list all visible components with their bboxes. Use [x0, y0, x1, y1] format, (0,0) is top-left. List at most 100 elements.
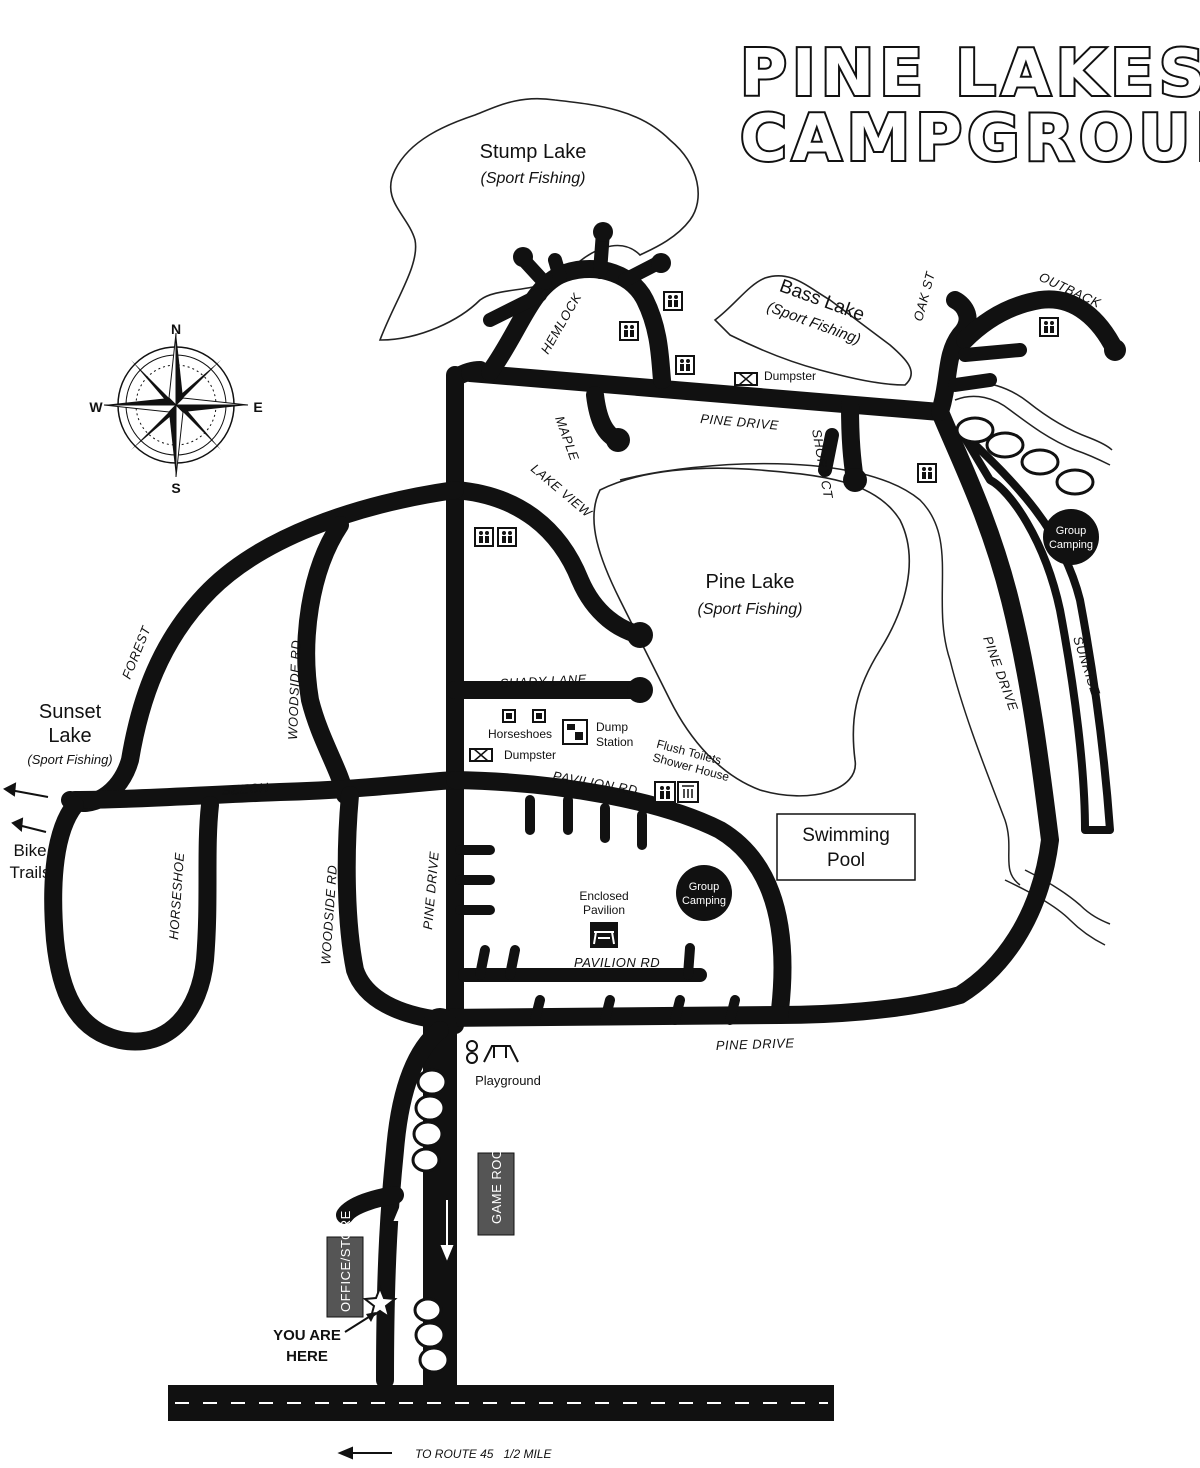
- highway: [168, 1385, 834, 1421]
- compass-w: W: [89, 399, 103, 415]
- office-store: [326, 1236, 364, 1318]
- cul-de-sac: [651, 253, 671, 273]
- street-pine-drive-top: PINE DRIVE: [700, 411, 780, 433]
- shower-icon: [677, 781, 699, 803]
- cul-de-sac: [627, 677, 653, 703]
- road-network: [44, 222, 1126, 1402]
- horseshoes-label: Horseshoes: [488, 727, 552, 741]
- road-oak-spur-2: [948, 373, 997, 392]
- playground-icon: [466, 1040, 519, 1064]
- road-hemlock-spur-5: [483, 288, 547, 327]
- enclosed-pavilion-label-2: Pavilion: [583, 903, 625, 917]
- you-are-here-label-2: HERE: [286, 1348, 328, 1365]
- direction-arrows: [393, 1200, 454, 1265]
- road-lake-view: [446, 481, 649, 644]
- restroom-icon: [917, 463, 937, 483]
- street-maple: MAPLE: [552, 414, 582, 463]
- road-woodside-lower: [337, 786, 449, 1029]
- dump-station-label-2: Station: [596, 735, 633, 749]
- restroom-icon: [497, 527, 517, 547]
- swimming-pool: [776, 813, 916, 881]
- stump-lake-note: (Sport Fishing): [481, 170, 586, 187]
- sunset-lake-note: (Sport Fishing): [27, 752, 112, 767]
- enclosed-pavilion-label-1: Enclosed: [579, 889, 628, 903]
- playground-label: Playground: [475, 1073, 541, 1088]
- road-oak-spur: [958, 343, 1027, 362]
- pavilion-icon: [590, 922, 618, 948]
- road-office-loop: [336, 1186, 404, 1224]
- street-oak-st: OAK ST: [910, 269, 938, 322]
- swimming-pool-label-1: Swimming: [802, 825, 890, 846]
- compass-s: S: [171, 480, 180, 496]
- group-camping-center-label-2: Camping: [682, 895, 726, 907]
- road-beech: [66, 771, 464, 809]
- parking-stubs: [455, 795, 740, 1025]
- you-are-here-arrow: [344, 1314, 373, 1333]
- group-camping-center: [676, 865, 732, 921]
- pine-lake-note: (Sport Fishing): [698, 601, 803, 618]
- you-are-here-label-1: YOU ARE: [273, 1327, 341, 1344]
- street-woodside-upper: WOODSIDE RD: [285, 640, 303, 741]
- sunset-lake-name-1: Sunset: [39, 701, 102, 723]
- game-room-label: GAME ROOM: [489, 1137, 504, 1224]
- title-line1: PINE LAKES: [740, 37, 1200, 111]
- creek-east: [1004, 879, 1106, 946]
- bass-lake: [713, 275, 912, 386]
- northeast-campsites: [955, 416, 1095, 496]
- dumpster-icon: [734, 372, 758, 386]
- you-are-here-arrowhead: [366, 1312, 376, 1322]
- road-horseshoe: [44, 796, 219, 1051]
- game-room: [477, 1152, 515, 1236]
- pine-lake-name: Pine Lake: [706, 571, 795, 593]
- restroom-icon: [675, 355, 695, 375]
- street-pine-drive-west: PINE DRIVE: [420, 851, 442, 931]
- bike-trails-label-2: Trails: [10, 863, 51, 882]
- arrow-left-icon: [3, 782, 49, 833]
- stream-northeast-2: [959, 381, 1113, 451]
- horseshoes-icon: [502, 709, 546, 723]
- stream-northeast: [954, 395, 1111, 466]
- arrow-left-icon: [337, 1446, 392, 1460]
- cul-de-sac: [593, 222, 613, 242]
- dumpster-north-label: Dumpster: [764, 369, 816, 383]
- street-horseshoe: HORSESHOE: [166, 852, 187, 940]
- to-route-label: TO ROUTE 45 1/2 MILE: [415, 1447, 552, 1461]
- group-camping-east: [1043, 509, 1099, 565]
- cul-de-sac: [627, 622, 653, 648]
- group-camping-east-label-1: Group: [1056, 525, 1087, 537]
- cul-de-sac: [1104, 339, 1126, 361]
- road-entrance-west: [376, 1021, 449, 1389]
- restroom-icon: [619, 321, 639, 341]
- compass-n: N: [171, 321, 181, 337]
- dumpster-west-label: Dumpster: [504, 748, 556, 762]
- road-woodside-upper: [297, 516, 354, 804]
- dumpster-icon: [469, 748, 493, 762]
- street-shady-lane: SHADY LANE: [499, 671, 587, 691]
- road-pine-drive-east: [771, 403, 1059, 1024]
- sunset-lake-name-2: Lake: [48, 725, 91, 747]
- entrance-campsites: [411, 1068, 450, 1374]
- group-camping-center-label-1: Group: [689, 881, 720, 893]
- cul-de-sac: [843, 468, 867, 492]
- street-woodside-lower: WOODSIDE RD: [318, 864, 340, 965]
- swimming-pool-label-2: Pool: [827, 850, 865, 871]
- group-camping-east-label-2: Camping: [1049, 539, 1093, 551]
- road-pine-drive-north: [461, 364, 949, 421]
- bike-trails-label-1: Bike: [13, 841, 46, 860]
- restroom-icon: [1039, 317, 1059, 337]
- pine-lake-east-shore: [619, 462, 1021, 886]
- compass-e: E: [253, 399, 262, 415]
- star-icon: [362, 1285, 398, 1320]
- cul-de-sac: [513, 247, 533, 267]
- stump-lake-name: Stump Lake: [480, 141, 587, 163]
- street-pine-drive-south: PINE DRIVE: [716, 1035, 795, 1053]
- compass-rose-icon: [103, 332, 249, 478]
- road-short-ct-spur: [818, 428, 839, 477]
- office-store-label: OFFICE/STORE: [338, 1210, 353, 1312]
- street-pavilion-lower: PAVILION RD: [574, 955, 660, 970]
- road-outback: [956, 290, 1124, 359]
- dump-station-icon: [562, 719, 588, 745]
- restroom-icon: [663, 291, 683, 311]
- street-beech: BEECH: [221, 780, 269, 798]
